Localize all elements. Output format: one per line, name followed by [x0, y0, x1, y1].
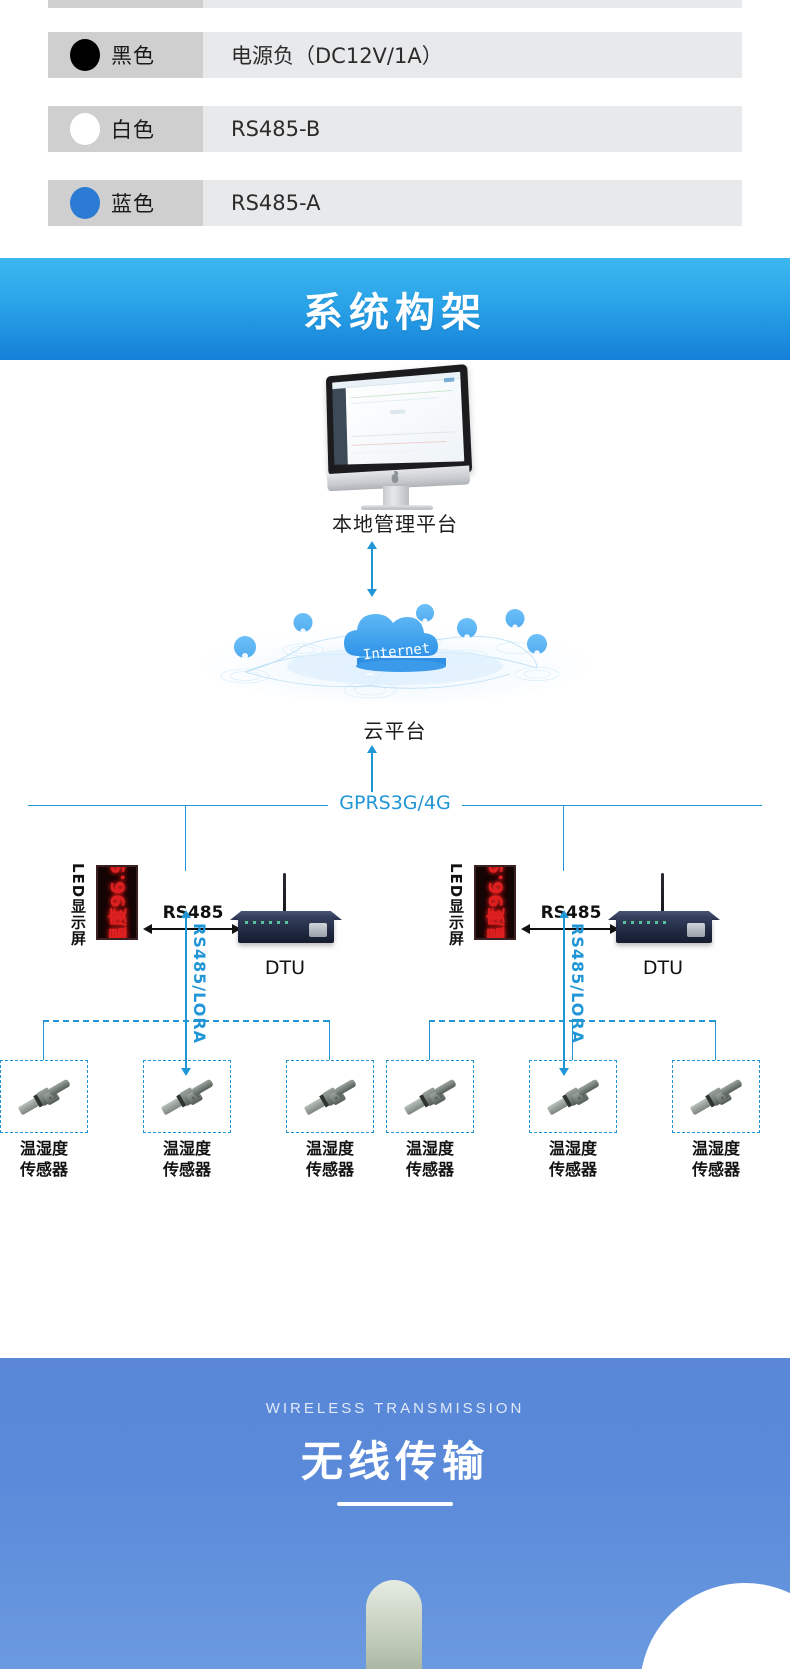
sensor-label-line2: 传感器: [405, 1160, 454, 1179]
cloud-platform-label: 云平台: [363, 719, 427, 743]
temperature-humidity-sensor-icon: [151, 1069, 223, 1125]
temperature-humidity-sensor-icon: [537, 1069, 609, 1125]
sensor-box: [143, 1060, 231, 1133]
table-row: [48, 0, 742, 8]
cloud-uplink-arrow: [367, 745, 377, 792]
sensor-label: 温湿度 传感器: [374, 1138, 486, 1180]
lora-trunk-arrow: [559, 910, 569, 1076]
sensor-zone-left: 温湿度 传感器 温湿度: [0, 1020, 386, 1220]
wire-color-table: 黑色 电源负（DC12V/1A） 白色 RS485-B 蓝色 RS485-A: [0, 0, 790, 226]
rs485-link-label: RS485: [540, 903, 602, 923]
sensor-box: [386, 1060, 474, 1133]
sensor-label: 温湿度 传感器: [660, 1138, 772, 1180]
dtu-device-icon: [230, 873, 342, 953]
table-row: 黑色 电源负（DC12V/1A）: [48, 32, 742, 78]
color-swatch-icon: [70, 187, 100, 219]
wire-description: 电源负（DC12V/1A）: [203, 32, 742, 78]
sensor-label-line2: 传感器: [548, 1160, 597, 1179]
lora-trunk-label: RS485/LORA: [568, 923, 587, 1045]
lora-trunk-label: RS485/LORA: [190, 923, 209, 1045]
bus-drop-right: [563, 806, 564, 871]
device-group-right: LED显示屏 温度96.9 RS485 DTU RS485/LORA: [386, 863, 764, 1076]
temperature-humidity-sensor-icon: [680, 1069, 752, 1125]
temperature-humidity-sensor-icon: [8, 1069, 80, 1125]
antenna-icon: [661, 873, 664, 917]
section-banner-title: 系统构架: [303, 290, 487, 336]
wire-description: RS485-B: [203, 106, 742, 152]
sensor-label-line2: 传感器: [305, 1160, 354, 1179]
rs485-link-arrow: [521, 924, 619, 934]
sensor-label-line2: 传感器: [19, 1160, 68, 1179]
sensor-zone-right: 温湿度 传感器 温湿度: [386, 1020, 772, 1220]
sensor-label: 温湿度 传感器: [274, 1138, 386, 1180]
platform-cloud-link-arrow: [367, 541, 377, 597]
cloud-network-icon: Internet: [185, 586, 605, 706]
wire-color-name: 蓝色: [111, 192, 155, 216]
product-silhouette-left: [366, 1580, 422, 1669]
color-swatch-icon: [70, 113, 100, 145]
wire-color-cell: 蓝色: [48, 180, 203, 226]
sensor-label-line1: 温湿度: [162, 1139, 211, 1158]
bottom-banner-title: 无线传输: [300, 1437, 489, 1486]
sensor-box: [0, 1060, 88, 1133]
color-swatch-icon: [70, 39, 100, 71]
bottom-banner-subtitle: WIRELESS TRANSMISSION: [265, 1400, 525, 1417]
sensor-box: [529, 1060, 617, 1133]
wire-description: RS485-A: [203, 180, 742, 226]
gprs-bus-label: GPRS3G/4G: [329, 792, 461, 814]
sensor-label-line2: 传感器: [162, 1160, 211, 1179]
sensor-box: [286, 1060, 374, 1133]
dtu-label: DTU: [264, 957, 306, 979]
dtu-label: DTU: [642, 957, 684, 979]
cloud-network-svg: Internet: [200, 604, 590, 704]
temperature-humidity-sensor-icon: [394, 1069, 466, 1125]
table-row: 蓝色 RS485-A: [48, 180, 742, 226]
bottom-banner-divider: [337, 1502, 453, 1506]
bottom-banner: WIRELESS TRANSMISSION 无线传输: [0, 1358, 790, 1669]
wire-color-cell: 黑色: [48, 32, 203, 78]
color-swatch-icon: [70, 0, 100, 8]
led-display-panel: 温度96.9: [96, 865, 138, 940]
wire-description: [203, 0, 742, 8]
lora-trunk-arrow: [181, 910, 191, 1076]
bus-drop-left: [185, 806, 186, 871]
monitor-icon: [305, 363, 485, 510]
dtu-device-icon: [608, 873, 720, 953]
wire-color-name: 黑色: [111, 44, 155, 68]
product-circle-right: [640, 1583, 790, 1669]
temperature-humidity-sensor-icon: [294, 1069, 366, 1125]
rs485-link-label: RS485: [162, 903, 224, 923]
device-group-left: LED显示屏 温度96.9 RS485 DTU RS485/LORA: [8, 863, 386, 1076]
sensor-label-line1: 温湿度: [548, 1139, 597, 1158]
sensor-label-line1: 温湿度: [19, 1139, 68, 1158]
ethernet-port-icon: [687, 923, 705, 937]
system-architecture-diagram: 本地管理平台: [0, 360, 790, 1340]
wire-color-name: 白色: [111, 118, 155, 142]
led-panel-text: 温度96.9: [485, 865, 508, 940]
sensor-label: 温湿度 传感器: [131, 1138, 243, 1180]
wire-color-cell: 白色: [48, 106, 203, 152]
ethernet-port-icon: [309, 923, 327, 937]
led-display-label: LED显示屏: [447, 863, 465, 947]
led-display-label: LED显示屏: [69, 863, 87, 947]
sensor-label-line1: 温湿度: [405, 1139, 454, 1158]
sensor-label: 温湿度 传感器: [517, 1138, 629, 1180]
gprs-bus: GPRS3G/4G: [28, 792, 762, 814]
sensor-label-line1: 温湿度: [691, 1139, 740, 1158]
wire-color-cell: [48, 0, 203, 8]
cloud-internet-text: Internet: [362, 641, 431, 664]
section-banner: 系统构架: [0, 258, 790, 360]
sensor-box: [672, 1060, 760, 1133]
rs485-link-arrow: [143, 924, 241, 934]
led-panel-text: 温度96.9: [107, 865, 130, 940]
sensor-label-line1: 温湿度: [305, 1139, 354, 1158]
sensor-label: 温湿度 传感器: [0, 1138, 100, 1180]
led-display-panel: 温度96.9: [474, 865, 516, 940]
antenna-icon: [283, 873, 286, 917]
local-management-platform-label: 本地管理平台: [332, 512, 458, 536]
sensor-label-line2: 传感器: [691, 1160, 740, 1179]
table-row: 白色 RS485-B: [48, 106, 742, 152]
